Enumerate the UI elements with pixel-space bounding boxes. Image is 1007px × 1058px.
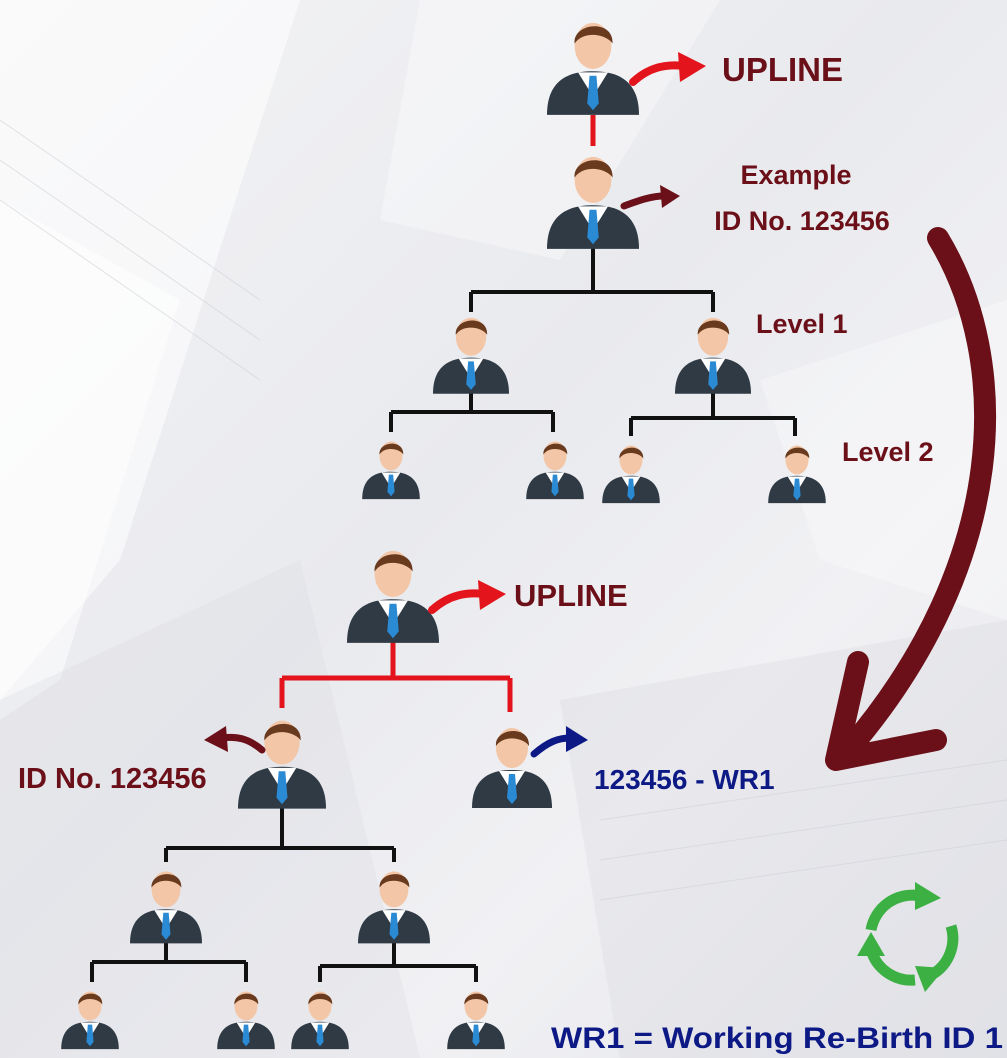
person-rebirth-wr1: [472, 728, 552, 808]
person-level2-1: [362, 441, 420, 500]
person-bottom-l1-left: [130, 871, 202, 944]
upline-label-top: UPLINE: [722, 51, 843, 88]
person-upline-top: [547, 22, 639, 115]
person-level2-2: [526, 441, 584, 500]
person-id-bottom: [238, 720, 326, 809]
level1-label: Level 1: [756, 309, 848, 339]
person-bottom-l2-2: [217, 991, 275, 1050]
example-arrow: [620, 185, 680, 210]
id-label-bottom: ID No. 123456: [18, 763, 207, 795]
top-tree-lines: [389, 248, 797, 436]
rebirth-arrow: [530, 726, 588, 758]
person-bottom-l2-1: [61, 991, 119, 1050]
person-level2-3: [602, 445, 660, 504]
person-bottom-l2-3: [291, 991, 349, 1050]
legend-label: WR1 = Working Re-Birth ID 1: [551, 1022, 1003, 1055]
person-upline-bottom: [347, 550, 439, 643]
rebirth-id-label: 123456 - WR1: [594, 764, 775, 795]
person-level1-right: [675, 317, 751, 394]
person-level2-4: [768, 445, 826, 504]
curved-down-arrow-icon: [825, 227, 997, 771]
person-level1-left: [433, 317, 509, 394]
example-label: Example: [740, 160, 851, 190]
bottom-tree-lines: [90, 808, 478, 982]
upline-arrow-bottom: [428, 580, 506, 614]
upline-arrow-top: [629, 52, 706, 86]
id-bottom-arrow: [204, 726, 266, 754]
id-label-top: ID No. 123456: [714, 206, 890, 236]
person-bottom-l2-4: [447, 991, 505, 1050]
upline-label-bottom: UPLINE: [514, 578, 628, 613]
person-bottom-l1-right: [358, 871, 430, 944]
recycle-icon: [857, 882, 959, 992]
bottom-upline-lines: [279, 640, 513, 712]
level2-label: Level 2: [842, 437, 934, 467]
